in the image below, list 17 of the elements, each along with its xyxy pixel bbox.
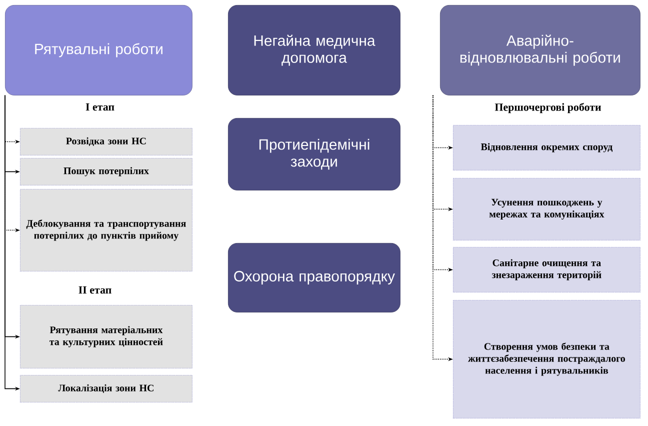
task-box: Локалізація зони НС: [20, 375, 192, 402]
category-box: Негайна медична допомога: [228, 5, 400, 96]
stage-heading: Першочергові роботи: [494, 102, 602, 114]
task-box: Санітарне очищення та знезараження територій: [453, 247, 640, 292]
task-box: Деблокування та транспортування потерпілих до пунктів прийому: [20, 189, 192, 272]
task-box: Розвідка зони НС: [20, 128, 192, 156]
category-box: Аварійно-відновлювальні роботи: [440, 5, 640, 96]
task-box: Відновлення окремих споруд: [453, 125, 640, 170]
task-box: Пошук потерпілих: [20, 158, 192, 186]
task-box: Створення умов безпеки та життєзабезпечення постраждалого населення і рятувальників: [453, 300, 640, 418]
category-box: Протиепідемічні заходи: [228, 118, 400, 190]
task-box: Усунення пошкоджень у мережах та комунікаціях: [453, 178, 640, 240]
stage-heading: ІІ етап: [78, 286, 112, 294]
category-box: Рятувальні роботи: [5, 5, 192, 96]
category-box: Охорона правопорядку: [228, 243, 400, 312]
stage-heading: І етап: [86, 103, 114, 111]
task-box: Рятування матеріальних та культурних цінностей: [20, 305, 192, 368]
